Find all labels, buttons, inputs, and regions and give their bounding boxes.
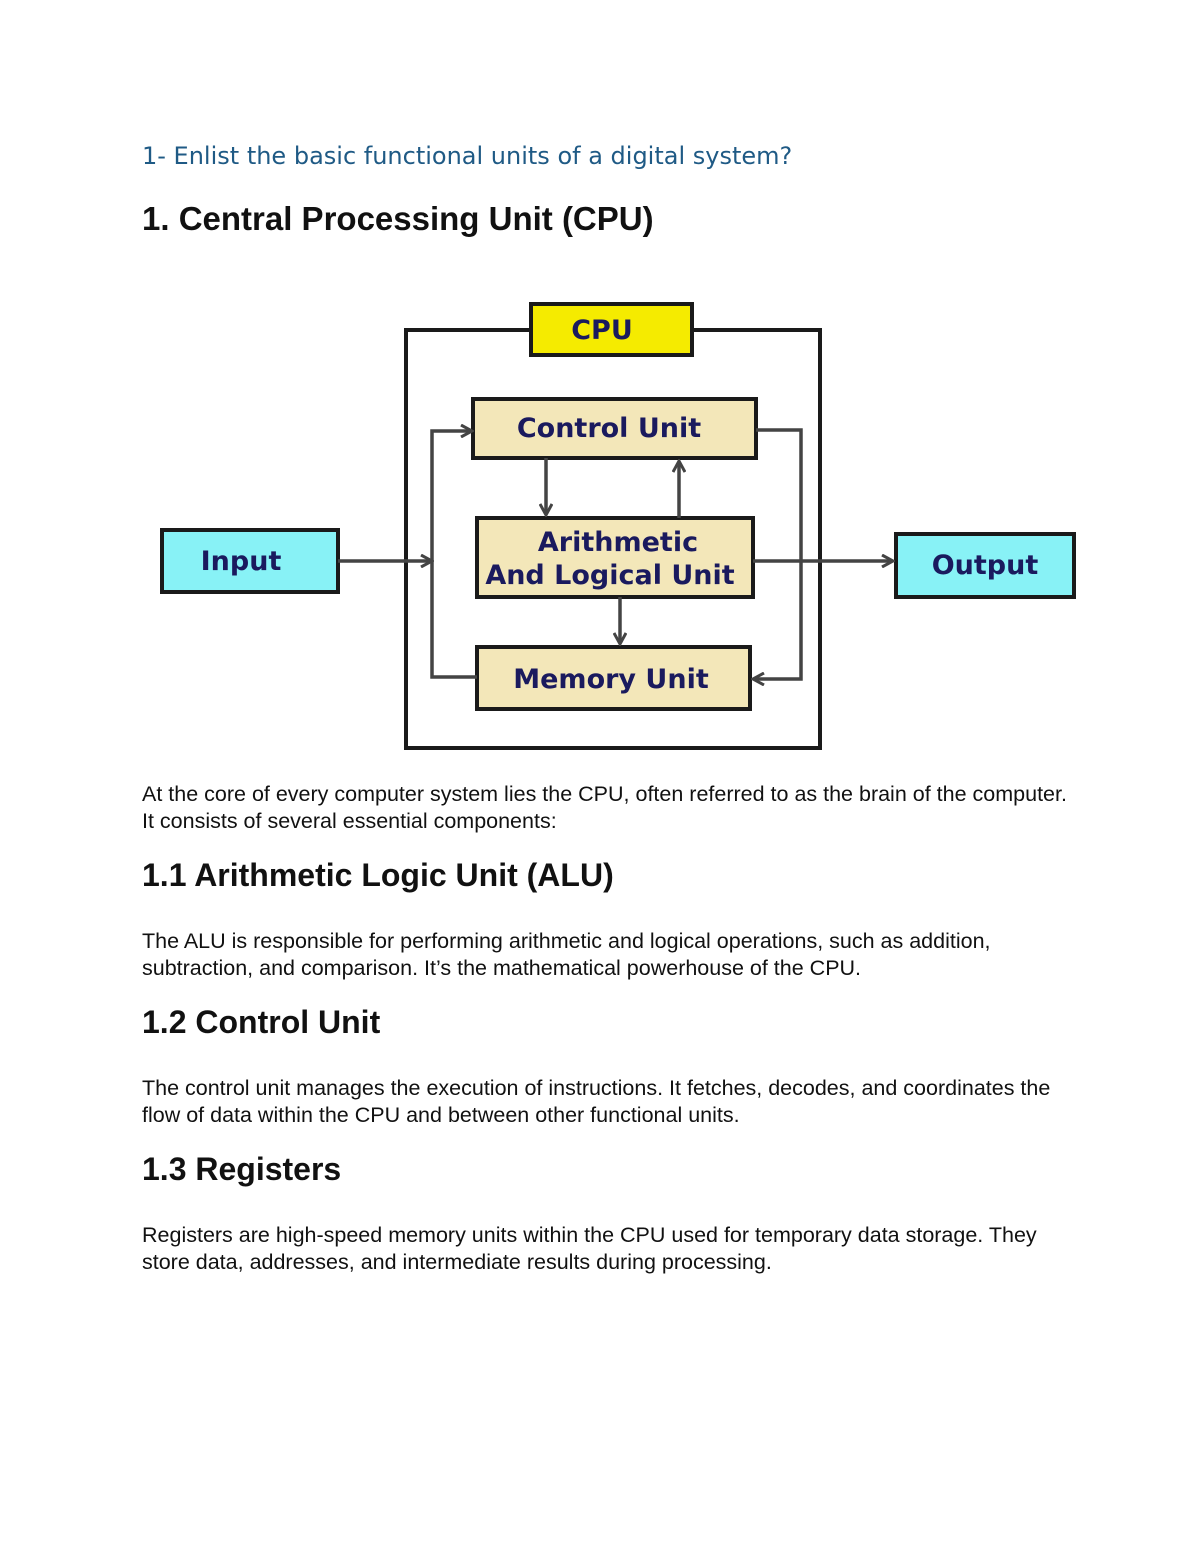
- heading-control-unit: 1.2 Control Unit: [142, 1004, 381, 1040]
- alu-box: [475, 516, 755, 599]
- memory-unit-label: Memory Unit: [513, 664, 709, 695]
- output-label: Output: [932, 550, 1039, 581]
- alu-paragraph: The ALU is responsible for performing ar…: [142, 929, 991, 980]
- control-unit-box: [471, 397, 758, 460]
- input-box: [160, 528, 340, 594]
- question-heading: 1- Enlist the basic functional units of …: [142, 142, 793, 170]
- alu-label-line2: And Logical Unit: [485, 560, 734, 591]
- cpu-block-diagram: CPU Control Unit Arithmetic And Logical …: [160, 302, 1076, 750]
- arrow-control-to-memory: [754, 428, 803, 679]
- control-unit-label: Control Unit: [517, 413, 701, 444]
- output-box: [894, 532, 1076, 599]
- alu-label-line1: Arithmetic: [538, 527, 698, 558]
- heading-registers: 1.3 Registers: [142, 1151, 342, 1187]
- control-unit-paragraph: The control unit manages the execution o…: [142, 1076, 1051, 1127]
- registers-paragraph: Registers are high-speed memory units wi…: [142, 1223, 1037, 1274]
- heading-alu: 1.1 Arithmetic Logic Unit (ALU): [142, 857, 614, 893]
- cpu-label: CPU: [571, 315, 633, 346]
- memory-unit-box: [475, 645, 752, 711]
- heading-cpu: 1. Central Processing Unit (CPU): [142, 200, 654, 237]
- arrow-memory-to-control: [430, 431, 477, 679]
- cpu-label-box: [529, 302, 694, 357]
- input-label: Input: [201, 546, 282, 577]
- intro-paragraph: At the core of every computer system lie…: [142, 782, 1067, 833]
